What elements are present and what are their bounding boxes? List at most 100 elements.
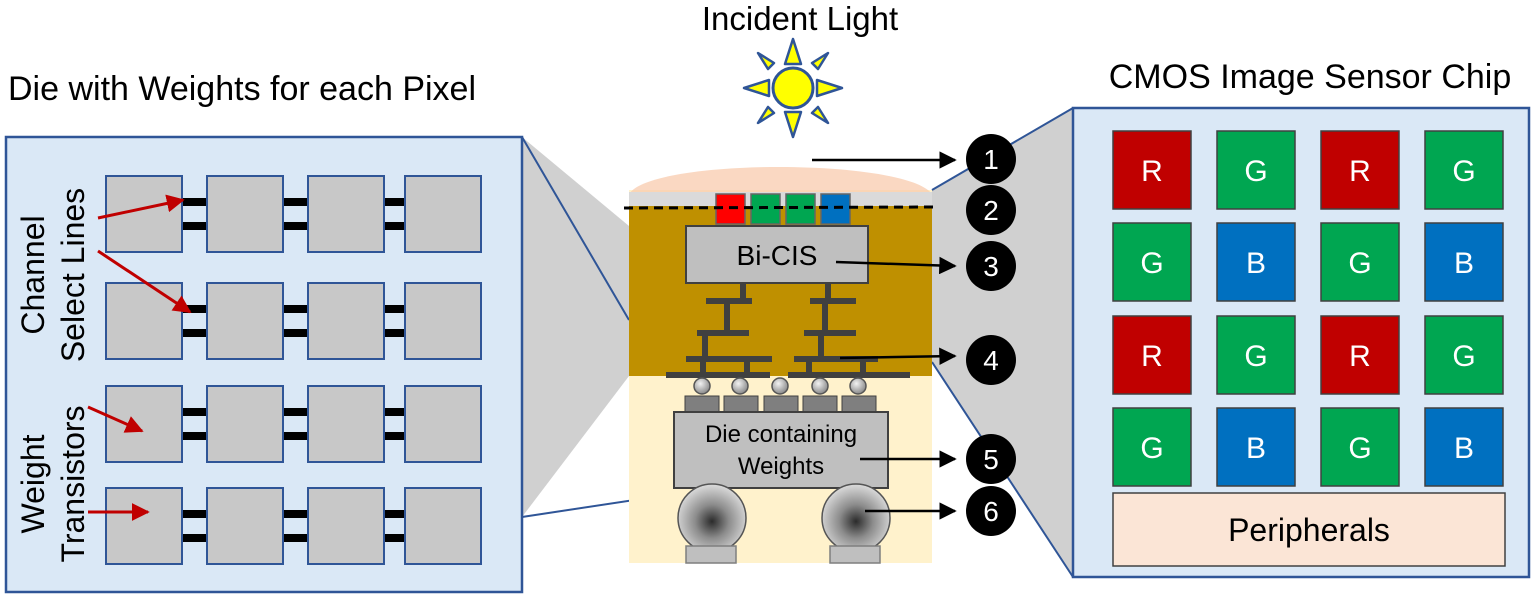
micro-bumps [684,377,877,415]
solder-balls [677,483,891,564]
marker-5: 5 [966,434,1016,484]
weight-transistor-cell [307,175,385,253]
channel-line [283,198,308,206]
weights-die-label-line2: Weights [738,453,824,480]
pixel-cell [1424,130,1504,210]
pixel-cell [1320,222,1400,302]
marker-1: 1 [966,134,1016,184]
pixel-g-3-0: G [1112,407,1192,487]
microlens [629,167,932,194]
channel-line [283,222,308,230]
weight-label-line1: Weight [15,434,51,533]
pixel-label: G [1348,247,1371,280]
pixel-g-2-1: G [1216,315,1296,395]
weight-transistor-cell [105,487,183,565]
channel-label-line2: Select Lines [55,188,91,362]
leader-arrow-3 [835,256,957,275]
marker-2: 2 [966,185,1016,235]
weight-transistor-grid [105,175,482,565]
pointer-arrows [87,194,192,521]
pixel-r-0-2: R [1320,130,1400,210]
weight-label-line2: Transistors [55,405,91,562]
channel-line [283,329,308,337]
pixel-cell [1424,222,1504,302]
marker-3: 3 [966,241,1016,291]
incident-light-title: Incident Light [702,0,898,37]
peripherals-box [1112,492,1506,567]
weight-transistor-cell [206,487,284,565]
pixel-g-1-0: G [1112,222,1192,302]
pixel-cell [1320,407,1400,487]
pixel-label: B [1246,432,1266,465]
marker-2-label: 2 [983,195,999,226]
pixel-cell [1112,222,1192,302]
color-filter-green-2 [785,193,816,225]
pixel-label: G [1244,155,1267,188]
channel-line [283,432,308,440]
numbered-markers: 1 2 3 4 5 6 [966,134,1016,536]
sun-icon [742,37,844,139]
pixel-r-2-2: R [1320,315,1400,395]
pixel-cell [1424,315,1504,395]
peripherals-label: Peripherals [1228,512,1390,548]
weight-transistor-cell [307,385,385,463]
marker-5-label: 5 [983,444,999,475]
marker-4: 4 [966,335,1016,385]
marker-3-label: 3 [983,251,999,282]
marker-1-label: 1 [983,144,999,175]
weight-transistor-cell [206,175,284,253]
left-panel-title: Die with Weights for each Pixel [8,70,476,108]
channel-line [182,534,207,542]
pixel-label: G [1140,247,1163,280]
channel-line [182,198,207,206]
channel-line [283,510,308,518]
weight-transistor-cell [307,282,385,360]
weight-transistor-cell [404,487,482,565]
channel-line [182,222,207,230]
pixel-b-1-3: B [1424,222,1504,302]
leader-arrow-4 [839,347,957,366]
pixel-g-3-2: G [1320,407,1400,487]
pixel-label: B [1454,247,1474,280]
marker-6-label: 6 [983,496,999,527]
weights-die-label-line1: Die containing [705,421,857,448]
channel-label-line1: Channel [15,215,51,334]
weight-transistors-label: Weight Transistors [15,405,91,562]
weight-transistor-cell [307,487,385,565]
channel-line [283,534,308,542]
pixel-cell [1320,315,1400,395]
pixel-label: G [1140,432,1163,465]
zoom-cone-left-edge-top [521,136,630,321]
channel-line [283,305,308,313]
pixel-cell [1112,407,1192,487]
color-filter-blue [820,193,851,225]
right-panel-title: CMOS Image Sensor Chip [1109,58,1512,96]
pixel-g-0-1: G [1216,130,1296,210]
pixel-cell [1112,315,1192,395]
interconnect-wiring [666,283,910,378]
pixel-label: G [1348,432,1371,465]
channel-line [384,432,405,440]
channel-line [182,305,207,313]
pixel-label: G [1452,340,1475,373]
pixel-g-1-2: G [1320,222,1400,302]
channel-line [384,222,405,230]
pixel-b-1-1: B [1216,222,1296,302]
channel-line [384,510,405,518]
weight-transistor-cell [404,175,482,253]
zoom-cone-left [522,137,629,517]
channel-line [182,408,207,416]
pixel-g-0-3: G [1424,130,1504,210]
channel-line [182,432,207,440]
pixel-cell [1216,222,1296,302]
pixel-label: B [1454,432,1474,465]
weight-transistor-cell [404,385,482,463]
channel-line [384,305,405,313]
pixel-label: R [1349,155,1371,188]
pixel-label: R [1141,340,1163,373]
pixel-cell [1216,130,1296,210]
channel-line [182,510,207,518]
weight-transistor-cell [105,282,183,360]
bicis-label: Bi-CIS [737,240,818,271]
channel-line [384,534,405,542]
